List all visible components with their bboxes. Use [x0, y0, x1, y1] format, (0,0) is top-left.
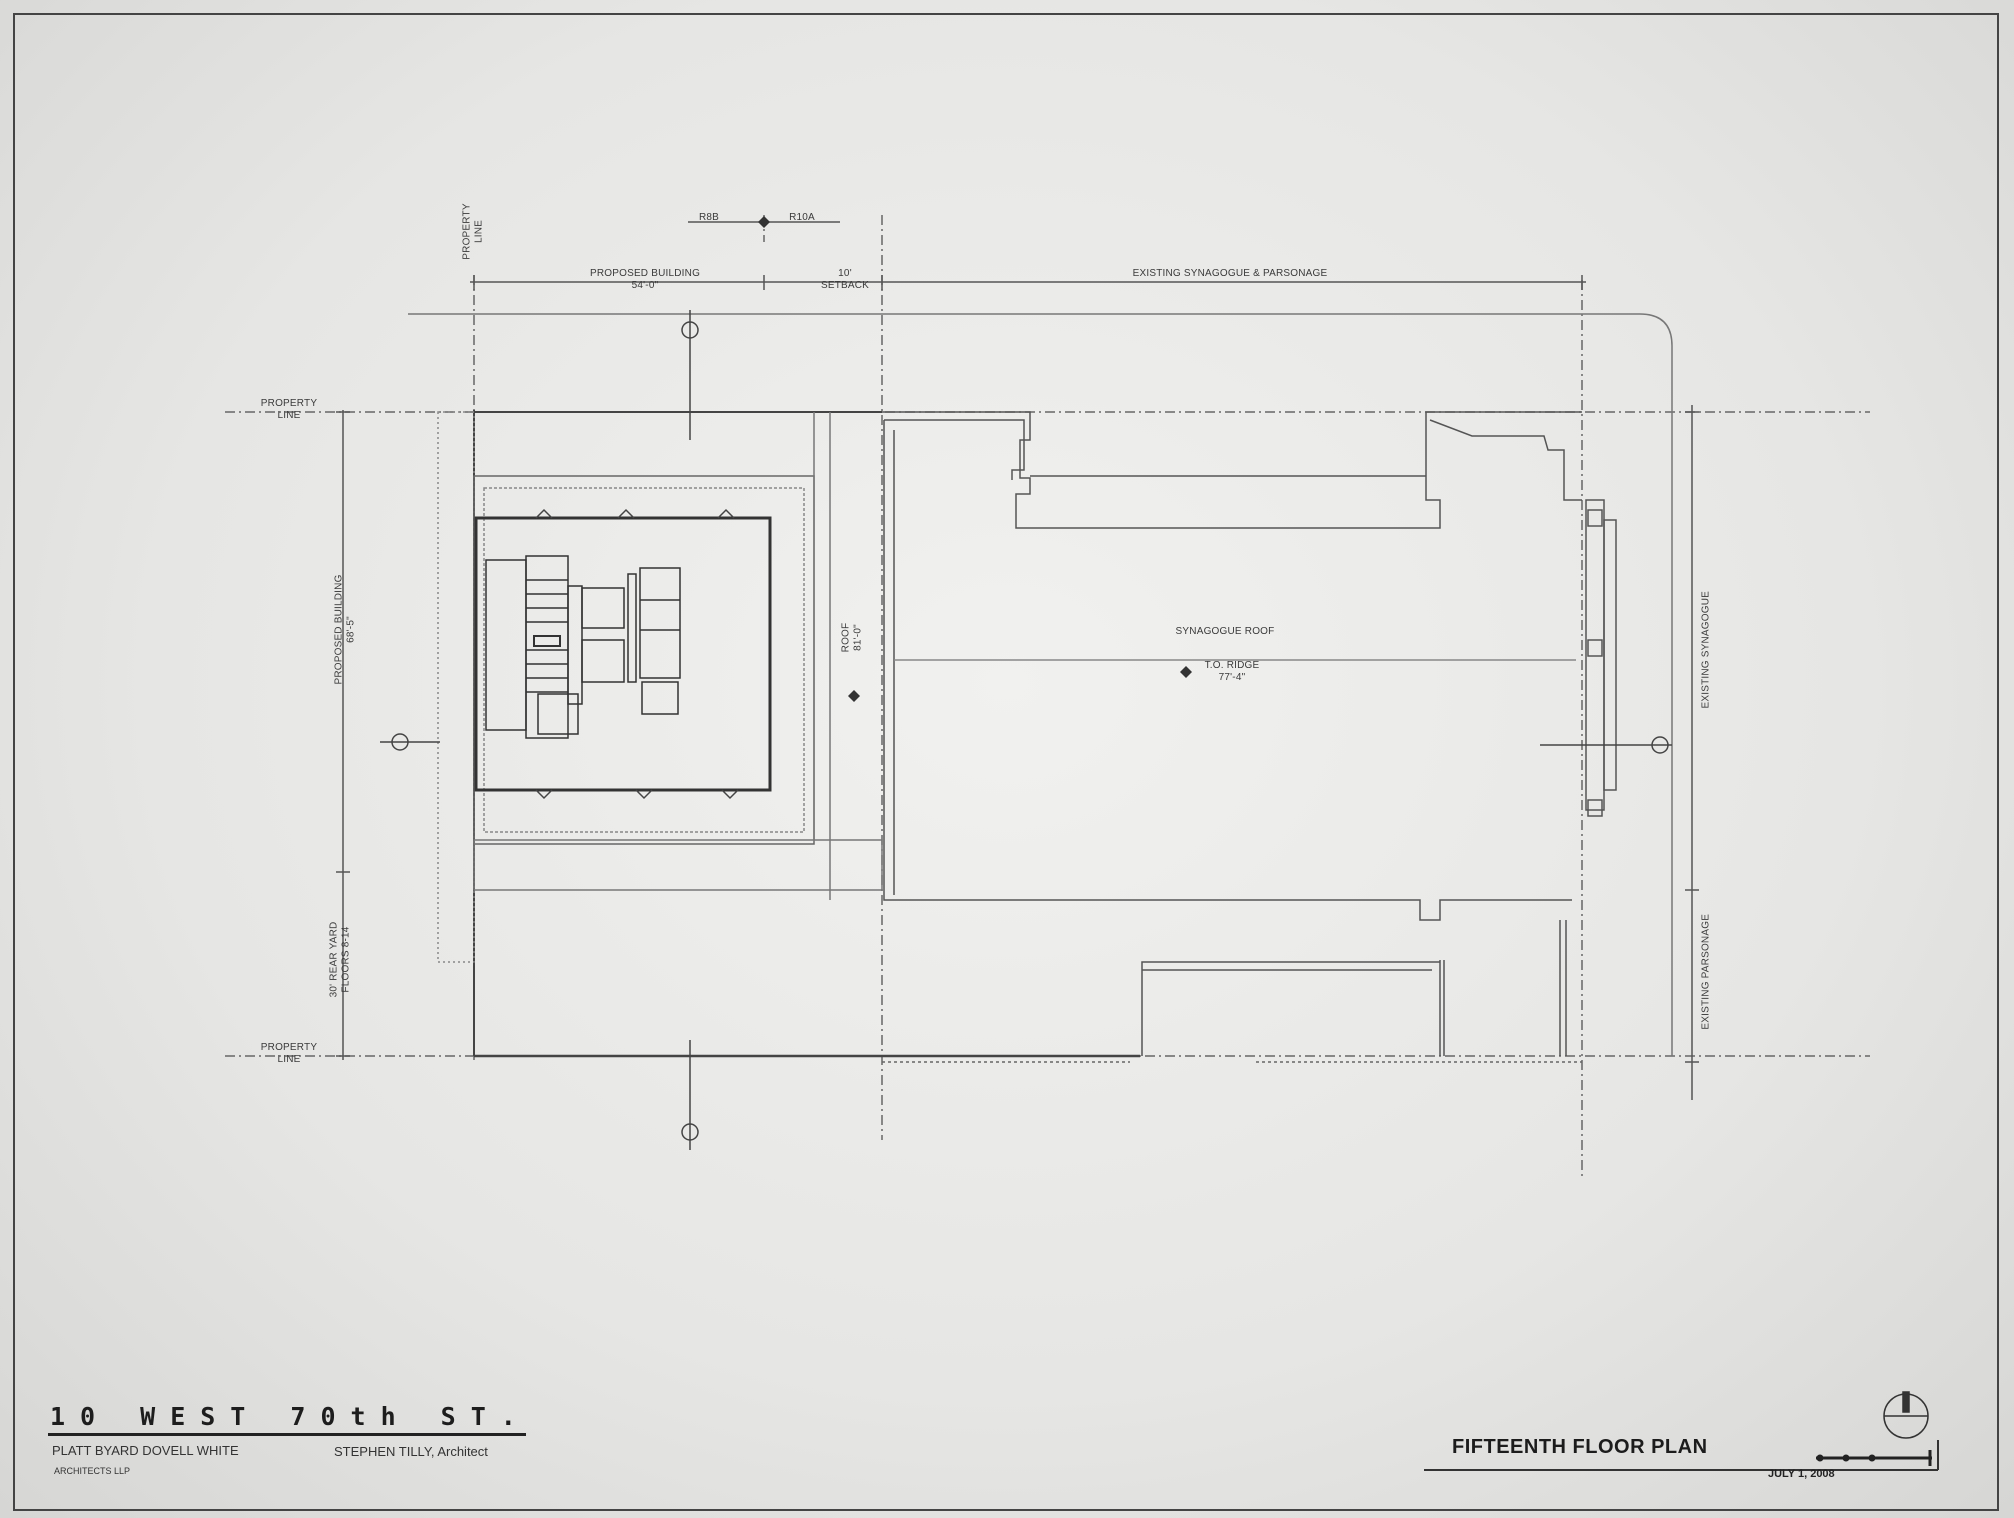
- existing-parsonage-label: EXISTING PARSONAGE: [1700, 913, 1712, 1030]
- synagogue-roof-label: SYNAGOGUE ROOF: [1175, 626, 1275, 637]
- rear-yard-label: 30' REAR YARD FLOORS 8-14: [328, 921, 352, 998]
- property-lines: [225, 215, 1870, 1180]
- north-arrow-icon: [1883, 1391, 1929, 1439]
- zone-r10a-label: R10A: [789, 212, 815, 223]
- elevation-markers: [758, 216, 1192, 702]
- zone-r8b-label: R8B: [698, 212, 720, 223]
- dimension-lines: [336, 221, 1699, 1100]
- ridge-elevation-label: T.O. RIDGE 77'-4": [1204, 660, 1260, 683]
- proposed-building-width-label: PROPOSED BUILDING 54'-0": [589, 268, 701, 291]
- scale-bar-icon: [1816, 1450, 1932, 1466]
- proposed-building-depth-label: PROPOSED BUILDING 68'-5": [333, 574, 357, 685]
- property-line-label-left-lower: PROPERTY LINE: [260, 1042, 318, 1065]
- title-block-rules: [1424, 1440, 1939, 1471]
- existing-synagogue-label: EXISTING SYNAGOGUE: [1700, 591, 1712, 709]
- property-line-label-top: PROPERTY LINE: [461, 203, 485, 260]
- setback-label: 10' SETBACK: [820, 268, 870, 291]
- firm-suffix: ARCHITECTS LLP: [54, 1466, 131, 1476]
- proposed-building: [437, 410, 1140, 1058]
- sheet-title: FIFTEENTH FLOOR PLAN: [1452, 1436, 1708, 1458]
- property-line-label-left-upper: PROPERTY LINE: [260, 398, 318, 421]
- project-title: 10 WEST 70th ST.: [50, 1402, 531, 1431]
- existing-synagogue-parsonage-label: EXISTING SYNAGOGUE & PARSONAGE: [1132, 268, 1328, 279]
- sheet-date: JULY 1, 2008: [1768, 1468, 1835, 1480]
- street-line: [408, 313, 1673, 1056]
- architect-name: STEPHEN TILLY, Architect: [334, 1444, 488, 1459]
- section-markers: [380, 310, 1672, 1150]
- window-marks: [535, 508, 739, 800]
- roof-elevation-label: ROOF 81'-0": [840, 622, 864, 653]
- building-core: [485, 555, 681, 739]
- synagogue-outline: [882, 411, 1617, 1056]
- sheet-border: [13, 13, 1999, 1511]
- firm-name: PLATT BYARD DOVELL WHITE: [52, 1443, 239, 1458]
- project-title-underline: [48, 1433, 526, 1436]
